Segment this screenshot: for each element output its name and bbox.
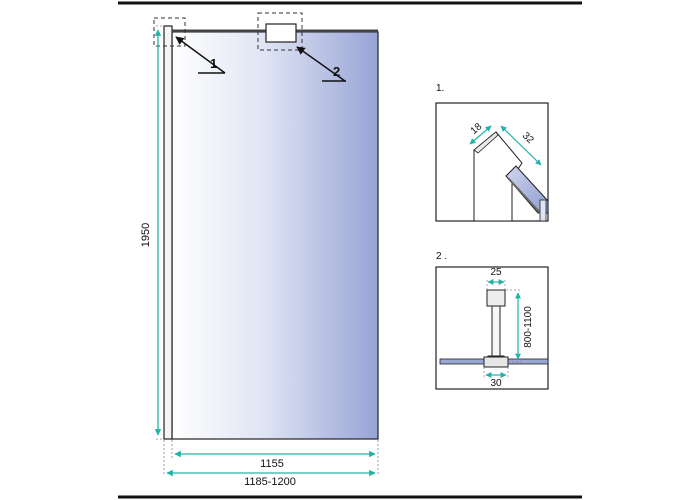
inner-width-label: 1155 bbox=[260, 458, 284, 470]
ceiling-mount-block bbox=[486, 289, 506, 307]
detail-1: 1. 18 32 bbox=[435, 83, 549, 222]
stabilizer-bar-rod bbox=[507, 177, 545, 218]
dim-18-line bbox=[469, 125, 492, 145]
dim-height-label: 800-1100 bbox=[523, 306, 534, 348]
dim-25-label: 25 bbox=[490, 267, 502, 278]
callout-box-1 bbox=[153, 17, 186, 47]
wall-profile bbox=[163, 25, 173, 440]
leader-line-2 bbox=[296, 46, 346, 82]
vertical-rod bbox=[491, 305, 501, 357]
callout-box-2 bbox=[257, 12, 303, 51]
dim-30-label: 30 bbox=[490, 378, 502, 389]
glass-panel bbox=[171, 31, 379, 440]
main-drawing: 1 2 1950 1155 1185-1200 bbox=[140, 12, 379, 488]
callout-label-1: 1 bbox=[210, 56, 217, 71]
outer-width-label: 1185-1200 bbox=[244, 476, 296, 488]
dim-32-line bbox=[500, 125, 542, 166]
glass-edge bbox=[539, 199, 547, 222]
detail-1-title: 1. bbox=[436, 83, 444, 94]
detail-2: 2 . 25 800-1100 30 bbox=[435, 251, 549, 390]
callout-label-2: 2 bbox=[333, 64, 340, 79]
stabilizer-bar-end bbox=[505, 165, 549, 214]
ceiling-clamp bbox=[265, 23, 297, 43]
detail-2-title: 2 . bbox=[436, 251, 447, 262]
clamp-body bbox=[483, 356, 509, 368]
height-label: 1950 bbox=[140, 223, 152, 247]
leader-line-1 bbox=[175, 36, 226, 74]
